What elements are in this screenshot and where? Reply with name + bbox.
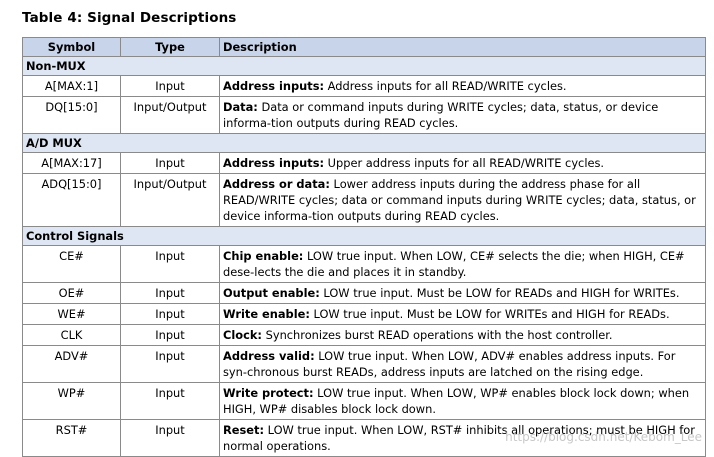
type-cell: Input <box>120 245 220 283</box>
description-text: LOW true input. When LOW, CE# selects th… <box>223 249 685 279</box>
description-term: Clock: <box>223 328 262 342</box>
description-text: Lower address inputs during the address … <box>223 177 696 223</box>
type-cell: Input/Output <box>120 96 220 134</box>
description-term: Address or data: <box>223 177 330 191</box>
type-cell: Input <box>120 303 220 325</box>
symbol-cell: CLK <box>22 324 121 346</box>
type-cell: Input <box>120 282 220 304</box>
description-cell: Address inputs: Upper address inputs for… <box>219 152 706 174</box>
description-cell: Address valid: LOW true input. When LOW,… <box>219 345 706 383</box>
description-term: Write enable: <box>223 307 310 321</box>
description-text: LOW true input. Must be LOW for WRITEs a… <box>309 307 670 321</box>
section-row-non-mux: Non-MUX <box>22 56 706 76</box>
table-row: WE# Input Write enable: LOW true input. … <box>22 303 706 325</box>
table-row: RST# Input Reset: LOW true input. When L… <box>22 419 706 457</box>
description-text: LOW true input. When LOW, WP# enables bl… <box>223 386 690 416</box>
description-text: Upper address inputs for all READ/WRITE … <box>324 156 605 170</box>
table-row: OE# Input Output enable: LOW true input.… <box>22 282 706 304</box>
description-cell: Reset: LOW true input. When LOW, RST# in… <box>219 419 706 457</box>
symbol-cell: WP# <box>22 382 121 420</box>
symbol-cell: A[MAX:1] <box>22 75 121 97</box>
header-row: Symbol Type Description <box>22 37 706 57</box>
description-text: Address inputs for all READ/WRITE cycles… <box>324 79 567 93</box>
symbol-cell: OE# <box>22 282 121 304</box>
type-cell: Input <box>120 382 220 420</box>
description-cell: Chip enable: LOW true input. When LOW, C… <box>219 245 706 283</box>
symbol-cell: ADV# <box>22 345 121 383</box>
description-cell: Data: Data or command inputs during WRIT… <box>219 96 706 134</box>
column-header-type: Type <box>120 37 220 57</box>
description-term: Reset: <box>223 423 265 437</box>
type-cell: Input <box>120 345 220 383</box>
symbol-cell: CE# <box>22 245 121 283</box>
column-header-symbol: Symbol <box>22 37 121 57</box>
description-text: LOW true input. When LOW, ADV# enables a… <box>223 349 676 379</box>
type-cell: Input <box>120 75 220 97</box>
symbol-cell: DQ[15:0] <box>22 96 121 134</box>
table-row: ADV# Input Address valid: LOW true input… <box>22 345 706 383</box>
table-row: A[MAX:17] Input Address inputs: Upper ad… <box>22 152 706 174</box>
section-label: Control Signals <box>22 226 706 246</box>
symbol-cell: A[MAX:17] <box>22 152 121 174</box>
description-text: Synchronizes burst READ operations with … <box>261 328 613 342</box>
description-text: LOW true input. When LOW, RST# inhibits … <box>223 423 695 453</box>
section-row-control-signals: Control Signals <box>22 226 706 246</box>
table-title: Table 4: Signal Descriptions <box>22 10 237 26</box>
description-text: LOW true input. Must be LOW for READs an… <box>319 286 680 300</box>
table-row: A[MAX:1] Input Address inputs: Address i… <box>22 75 706 97</box>
type-cell: Input <box>120 152 220 174</box>
description-cell: Address inputs: Address inputs for all R… <box>219 75 706 97</box>
description-term: Address inputs: <box>223 79 325 93</box>
description-term: Chip enable: <box>223 249 304 263</box>
description-cell: Clock: Synchronizes burst READ operation… <box>219 324 706 346</box>
description-cell: Write protect: LOW true input. When LOW,… <box>219 382 706 420</box>
description-term: Address valid: <box>223 349 315 363</box>
description-term: Output enable: <box>223 286 320 300</box>
symbol-cell: ADQ[15:0] <box>22 173 121 227</box>
description-term: Data: <box>223 100 258 114</box>
table-row: CLK Input Clock: Synchronizes burst READ… <box>22 324 706 346</box>
section-label: A/D MUX <box>22 133 706 153</box>
table-row: DQ[15:0] Input/Output Data: Data or comm… <box>22 96 706 134</box>
description-cell: Write enable: LOW true input. Must be LO… <box>219 303 706 325</box>
table-row: ADQ[15:0] Input/Output Address or data: … <box>22 173 706 227</box>
watermark: https://blog.csdn.net/Kebom_Lee <box>505 430 702 444</box>
description-cell: Address or data: Lower address inputs du… <box>219 173 706 227</box>
section-label: Non-MUX <box>22 56 706 76</box>
column-header-description: Description <box>219 37 706 57</box>
type-cell: Input/Output <box>120 173 220 227</box>
signal-descriptions-table: Symbol Type Description Non-MUX A[MAX:1]… <box>22 37 706 457</box>
description-term: Address inputs: <box>223 156 325 170</box>
symbol-cell: RST# <box>22 419 121 457</box>
type-cell: Input <box>120 419 220 457</box>
description-term: Write protect: <box>223 386 314 400</box>
table-row: CE# Input Chip enable: LOW true input. W… <box>22 245 706 283</box>
description-cell: Output enable: LOW true input. Must be L… <box>219 282 706 304</box>
type-cell: Input <box>120 324 220 346</box>
symbol-cell: WE# <box>22 303 121 325</box>
table-row: WP# Input Write protect: LOW true input.… <box>22 382 706 420</box>
section-row-ad-mux: A/D MUX <box>22 133 706 153</box>
description-text: Data or command inputs during WRITE cycl… <box>223 100 659 130</box>
